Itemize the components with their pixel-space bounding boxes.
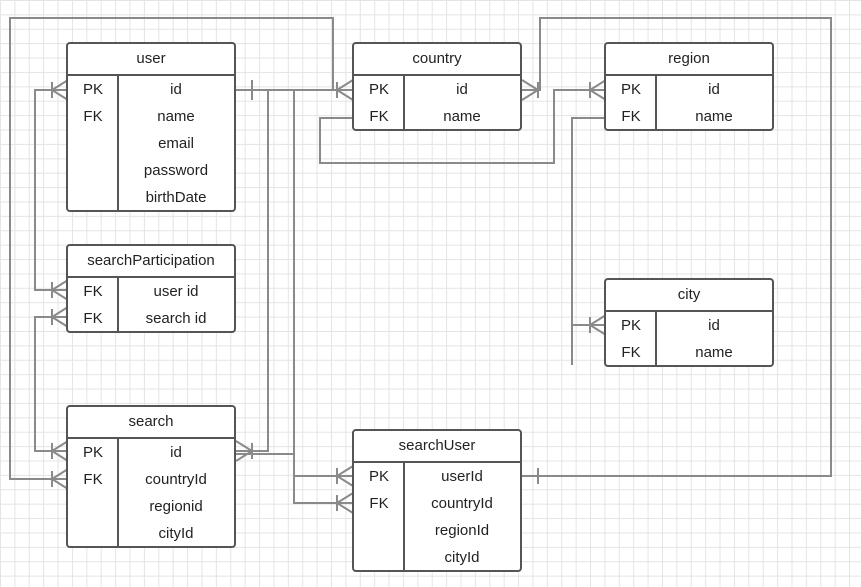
key-label: PK	[82, 444, 103, 461]
attribute-name: id	[708, 317, 720, 334]
user-search-line	[236, 89, 269, 452]
attribute-row: birthDate	[68, 184, 234, 210]
attribute-row: email	[68, 130, 234, 157]
attribute-row: FK name	[354, 103, 520, 129]
country-region-line	[319, 89, 606, 164]
user-searchParticipation-line	[34, 89, 68, 291]
attribute-row: FK name	[68, 103, 234, 130]
attribute-name: id	[708, 81, 720, 98]
entity-city[interactable]: city PK id FK name	[604, 278, 774, 367]
key-label: FK	[83, 471, 103, 488]
attribute-row: password	[68, 157, 234, 184]
search-searchUser-line	[236, 453, 353, 504]
attribute-name: name	[157, 108, 195, 125]
entity-title: search	[68, 407, 234, 439]
attribute-name: userId	[441, 468, 483, 485]
attribute-row: FK search id	[68, 305, 234, 331]
attribute-name: regionid	[149, 498, 203, 515]
attribute-name: id	[170, 444, 182, 461]
key-label: FK	[621, 108, 641, 125]
entity-searchUser[interactable]: searchUser PK userId FK countryId regionId…	[352, 429, 522, 572]
entity-title: country	[354, 44, 520, 76]
searchParticipation-search-line	[34, 316, 68, 452]
key-label: FK	[369, 495, 389, 512]
key-label: PK	[620, 81, 641, 98]
attribute-row: regionid	[68, 493, 234, 520]
entity-title: city	[606, 280, 772, 312]
attribute-row: FK countryId	[68, 466, 234, 493]
attribute-row: PK userId	[354, 463, 520, 490]
attribute-row: regionId	[354, 517, 520, 544]
attribute-row: FK user id	[68, 278, 234, 305]
attribute-name: user id	[153, 283, 199, 300]
attribute-name: countryId	[145, 471, 207, 488]
entity-title: searchUser	[354, 431, 520, 463]
key-label: FK	[369, 108, 389, 125]
attribute-row: PK id	[606, 76, 772, 103]
entity-country[interactable]: country PK id FK name	[352, 42, 522, 131]
attribute-name: name	[443, 108, 481, 125]
entity-title: user	[68, 44, 234, 76]
entity-title: searchParticipation	[68, 246, 234, 278]
attribute-row: PK id	[354, 76, 520, 103]
region-city-line	[571, 117, 606, 365]
attribute-row: PK id	[68, 439, 234, 466]
attribute-row: FK name	[606, 103, 772, 129]
attribute-name: search id	[145, 310, 207, 327]
attribute-name: id	[170, 81, 182, 98]
key-label: FK	[83, 283, 103, 300]
attribute-name: name	[695, 108, 733, 125]
attribute-name: cityId	[158, 525, 194, 542]
key-label: PK	[620, 317, 641, 334]
attribute-row: cityId	[68, 520, 234, 546]
key-label: FK	[621, 344, 641, 361]
attribute-name: cityId	[444, 549, 480, 566]
attribute-row: FK name	[606, 339, 772, 365]
entity-user[interactable]: user PK id FK name email password birthDat…	[66, 42, 236, 212]
attribute-row: PK id	[606, 312, 772, 339]
attribute-name: countryId	[431, 495, 493, 512]
entity-search[interactable]: search PK id FK countryId regionid cityId	[66, 405, 236, 548]
attribute-row: FK countryId	[354, 490, 520, 517]
attribute-name: name	[695, 344, 733, 361]
key-label: PK	[82, 81, 103, 98]
user-searchUser-line	[252, 89, 353, 477]
entity-searchParticipation[interactable]: searchParticipation FK user id FK search i…	[66, 244, 236, 333]
attribute-name: password	[143, 162, 209, 179]
attribute-name: regionId	[434, 522, 490, 539]
key-label: PK	[368, 81, 389, 98]
key-label: PK	[368, 468, 389, 485]
entity-region[interactable]: region PK id FK name	[604, 42, 774, 131]
attribute-row: PK id	[68, 76, 234, 103]
attribute-name: id	[456, 81, 468, 98]
key-label: FK	[83, 310, 103, 327]
attribute-name: email	[158, 135, 194, 152]
entity-title: region	[606, 44, 772, 76]
attribute-row: cityId	[354, 544, 520, 570]
attribute-name: birthDate	[145, 189, 207, 206]
key-label: FK	[83, 108, 103, 125]
